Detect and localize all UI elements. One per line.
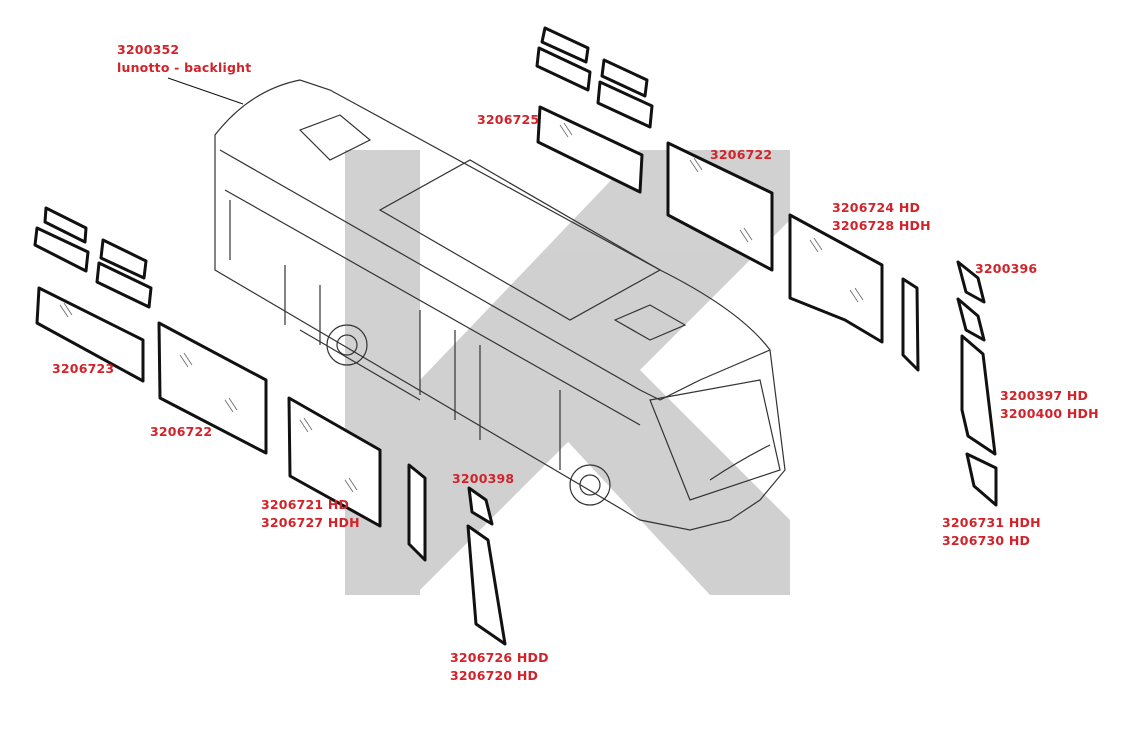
label-3206723: 3206723 (52, 361, 115, 376)
glass-small-top-1 (540, 26, 590, 64)
glass-reflection-marks (59, 122, 864, 493)
label-3206726: 3206726 HDD (450, 650, 549, 665)
label-3206725: 3206725 (477, 112, 540, 127)
glass-3200396-a (956, 260, 986, 304)
glass-small-left-3 (99, 238, 148, 280)
label-3206731: 3206731 HDH (942, 515, 1041, 530)
glass-small-top-3 (600, 58, 649, 98)
glass-narrow-right (901, 277, 920, 372)
glass-small-left-4 (95, 261, 153, 309)
label-3206721: 3206721 HD (261, 497, 350, 512)
label-3200398: 3200398 (452, 471, 515, 486)
glass-small-top-2 (535, 46, 592, 92)
glass-3206725 (536, 105, 644, 194)
label-3206720: 3206720 HD (450, 668, 539, 683)
label-3200397: 3200397 HD (1000, 388, 1089, 403)
bus-outline (214, 79, 786, 531)
label-3206728: 3206728 HDH (832, 218, 931, 233)
glass-3200396-b (956, 297, 986, 342)
glass-3200397 (960, 334, 997, 456)
label-3206730: 3206730 HD (942, 533, 1031, 548)
label-3206722-right: 3206722 (710, 147, 773, 162)
backlight-leader-line (167, 77, 244, 105)
glass-3200398 (467, 486, 494, 526)
glass-narrow-left (407, 463, 427, 562)
label-backlight-name: lunotto - backlight (117, 60, 252, 75)
label-backlight-code: 3200352 (117, 42, 180, 57)
label-3206727: 3206727 HDH (261, 515, 360, 530)
label-3200400: 3200400 HDH (1000, 406, 1099, 421)
glass-small-left-2 (33, 226, 90, 273)
glass-3206724 (788, 213, 884, 344)
glass-3206731 (965, 452, 998, 507)
glass-3206723 (35, 286, 145, 383)
label-3206722-left: 3206722 (150, 424, 213, 439)
glass-small-left-1 (43, 206, 88, 244)
glass-small-top-4 (596, 80, 654, 129)
glass-3206722-right (666, 141, 774, 272)
label-3200396: 3200396 (975, 261, 1038, 276)
label-3206724: 3206724 HD (832, 200, 921, 215)
glass-3206726 (466, 524, 507, 646)
